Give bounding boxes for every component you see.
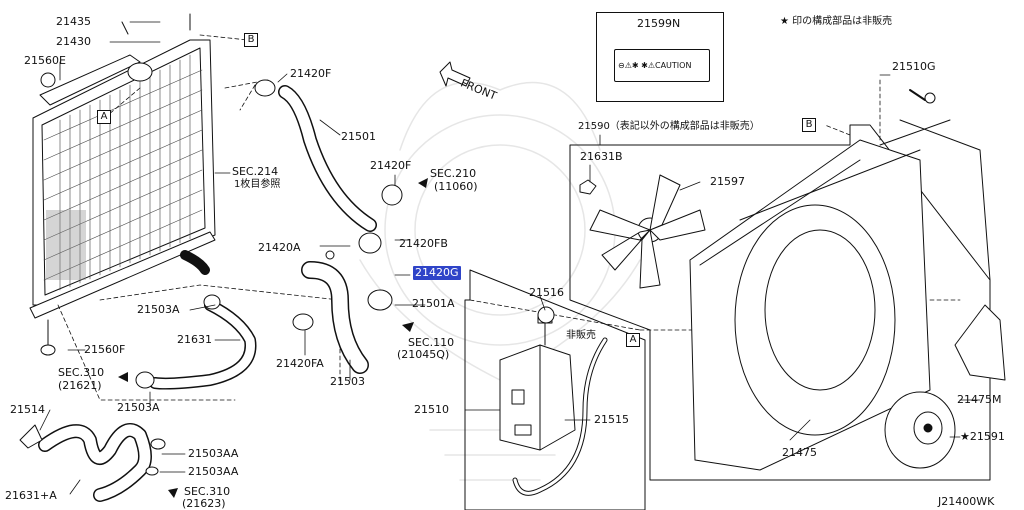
label-sec310-a: SEC.310 xyxy=(58,366,105,379)
lower-hose xyxy=(180,250,393,374)
label-sec310-b: SEC.310 xyxy=(184,485,231,498)
hose-21631 xyxy=(135,294,257,390)
label-21420g-highlighted[interactable]: 21420G xyxy=(413,266,461,280)
label-sec214: SEC.214 xyxy=(232,165,279,178)
label-21475: 21475 xyxy=(782,446,817,459)
label-21501a: 21501A xyxy=(412,297,455,310)
radiator xyxy=(29,13,216,356)
label-21516: 21516 xyxy=(529,286,564,299)
label-sec310-b-sub: (21623) xyxy=(182,497,226,510)
ref-box-b-1: B xyxy=(244,33,258,47)
caution-word: CAUTION xyxy=(655,61,692,70)
caution-card-part: 21599N xyxy=(637,17,681,30)
reservoir-tank xyxy=(499,314,608,496)
label-sec310-a-sub: (21621) xyxy=(58,379,102,392)
label-21435: 21435 xyxy=(56,15,91,28)
caution-text: ⊖⚠✱ ✱⚠CAUTION xyxy=(618,61,692,70)
label-21503a-1: 21503A xyxy=(137,303,180,316)
note-not-sold: ★ 印の構成部品は非販売 xyxy=(780,16,893,27)
label-21420fa: 21420FA xyxy=(276,357,324,370)
label-21560f: 21560F xyxy=(84,343,126,356)
ref-box-a-2: A xyxy=(626,333,640,347)
label-sec210: SEC.210 xyxy=(430,167,477,180)
label-21515: 21515 xyxy=(594,413,629,426)
label-21590: 21590（表記以外の構成部品は非販売） xyxy=(578,121,760,132)
label-21420a: 21420A xyxy=(258,241,301,254)
fan-21597 xyxy=(589,174,706,289)
label-sec214-sub: 1枚目参照 xyxy=(234,179,281,190)
label-21514: 21514 xyxy=(10,403,45,416)
label-21475m: 21475M xyxy=(957,393,1002,406)
label-21503aa-1: 21503AA xyxy=(188,447,239,460)
label-21503: 21503 xyxy=(330,375,365,388)
label-sec210-sub: (11060) xyxy=(434,180,478,193)
label-21560e: 21560E xyxy=(24,54,66,67)
seal-21475m xyxy=(954,304,1006,381)
label-21430: 21430 xyxy=(56,35,91,48)
caution-label: ⊖⚠✱ ✱⚠CAUTION xyxy=(614,49,710,82)
label-21510: 21510 xyxy=(414,403,449,416)
label-21510g: 21510G xyxy=(892,60,936,73)
diagram-code: J21400WK xyxy=(938,495,995,508)
label-sec110-sub: (21045Q) xyxy=(397,348,450,361)
label-21420f-mid: 21420F xyxy=(370,159,412,172)
label-21420f-top: 21420F xyxy=(290,67,332,80)
upper-hose xyxy=(254,79,403,254)
label-21501: 21501 xyxy=(341,130,376,143)
label-21503a-2: 21503A xyxy=(117,401,160,414)
label-not-sold: 非販売 xyxy=(566,330,596,341)
label-21503aa-2: 21503AA xyxy=(188,465,239,478)
label-21420fb: 21420FB xyxy=(399,237,448,250)
label-21597: 21597 xyxy=(710,175,745,188)
label-sec110: SEC.110 xyxy=(408,336,455,349)
caution-card: 21599N ⊖⚠✱ ✱⚠CAUTION xyxy=(596,12,724,102)
label-21631: 21631 xyxy=(177,333,212,346)
hose-21631a xyxy=(19,423,166,502)
fan-motor-21591 xyxy=(884,391,956,469)
label-21591: ★21591 xyxy=(960,430,1005,443)
ref-box-a-1: A xyxy=(97,110,111,124)
label-21631a: 21631+A xyxy=(5,489,57,502)
ref-box-b-2: B xyxy=(802,118,816,132)
fan-shroud xyxy=(689,119,991,471)
label-21631b: 21631B xyxy=(580,150,623,163)
